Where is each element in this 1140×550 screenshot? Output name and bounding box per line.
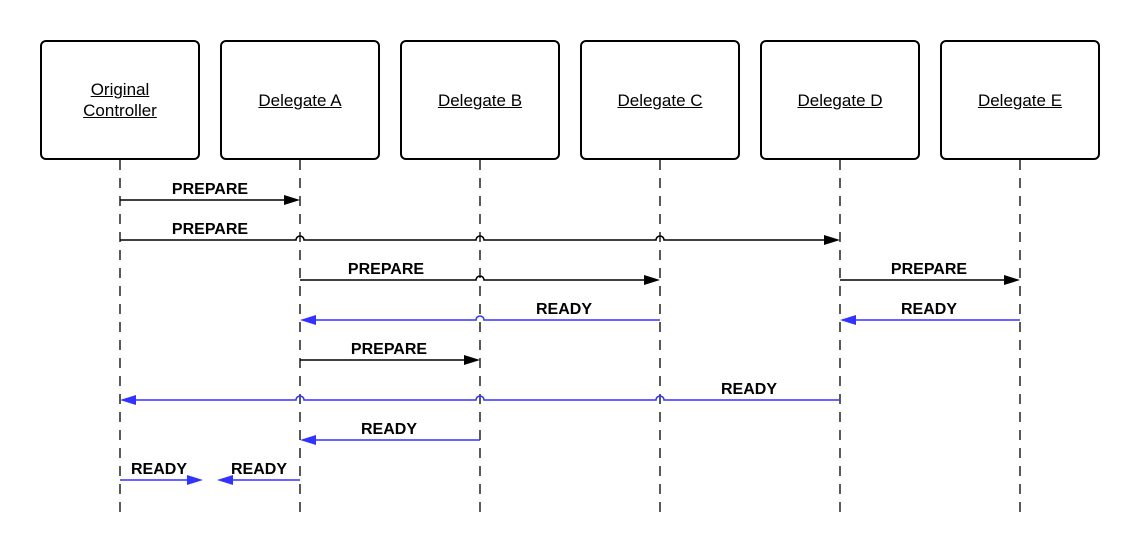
arrowhead bbox=[300, 435, 316, 445]
arrowhead bbox=[217, 475, 233, 485]
message-arrow-line bbox=[136, 395, 840, 401]
arrowhead bbox=[1004, 275, 1020, 285]
actor-delegate-b: Delegate B bbox=[400, 40, 560, 160]
actor-label: Delegate B bbox=[437, 90, 523, 110]
actor-delegate-e: Delegate E bbox=[940, 40, 1100, 160]
actor-delegate-d: Delegate D bbox=[760, 40, 920, 160]
message-arrow-line bbox=[316, 315, 660, 321]
arrowhead bbox=[464, 355, 480, 365]
actor-label: Delegate E bbox=[977, 90, 1063, 110]
message-label: PREPARE bbox=[890, 261, 968, 278]
message-label: READY bbox=[535, 301, 593, 318]
message-label: READY bbox=[900, 301, 958, 318]
arrowhead bbox=[187, 475, 203, 485]
arrowhead bbox=[824, 235, 840, 245]
actor-original-controller: Original Controller bbox=[40, 40, 200, 160]
message-label: PREPARE bbox=[171, 221, 249, 238]
arrowhead bbox=[840, 315, 856, 325]
message-label: PREPARE bbox=[350, 341, 428, 358]
actor-delegate-a: Delegate A bbox=[220, 40, 380, 160]
actor-label: Delegate A bbox=[258, 90, 342, 110]
message-arrow-line bbox=[300, 275, 644, 281]
actor-label: Delegate C bbox=[617, 90, 703, 110]
message-arrow-line bbox=[120, 235, 824, 241]
message-label: READY bbox=[130, 461, 188, 478]
message-label: READY bbox=[720, 381, 778, 398]
actor-label: Original Controller bbox=[83, 80, 157, 120]
arrowhead bbox=[120, 395, 136, 405]
actor-label: Delegate D bbox=[797, 90, 883, 110]
arrowhead bbox=[644, 275, 660, 285]
arrowhead bbox=[300, 315, 316, 325]
message-label: PREPARE bbox=[347, 261, 425, 278]
message-label: READY bbox=[230, 461, 288, 478]
actor-delegate-c: Delegate C bbox=[580, 40, 740, 160]
message-label: READY bbox=[360, 421, 418, 438]
arrowhead bbox=[284, 195, 300, 205]
message-label: PREPARE bbox=[171, 181, 249, 198]
